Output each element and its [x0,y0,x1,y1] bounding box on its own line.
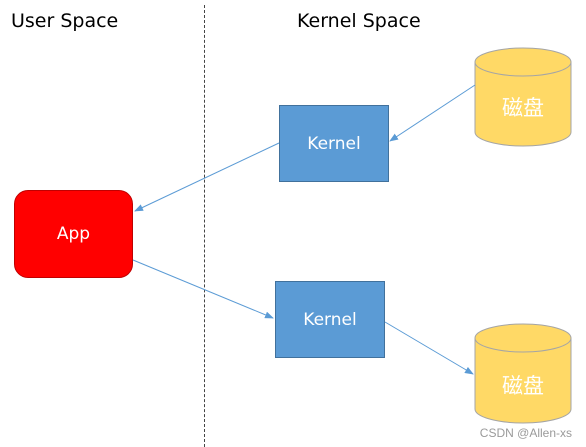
disk-top [474,47,572,147]
kernel-top-label: Kernel [307,133,361,154]
kernel-space-heading: Kernel Space [297,10,421,32]
kernel-bottom-box: Kernel [275,281,385,358]
arrow-app-to-kernel [132,259,274,319]
disk-top-label: 磁盘 [502,96,544,120]
arrow-disk-to-kernel [389,84,476,142]
disk-bottom [474,323,572,424]
user-kernel-divider [204,5,205,447]
app-label: App [56,224,91,244]
kernel-top-box: Kernel [279,105,389,182]
arrow-kernel-to-disk [384,321,474,375]
app-box: App [14,190,133,278]
watermark: CSDN @Allen-xs [479,426,572,440]
disk-bottom-label: 磁盘 [502,374,544,398]
kernel-bottom-label: Kernel [303,309,357,330]
user-space-heading: User Space [11,10,119,32]
arrow-kernel-to-app [134,142,280,212]
